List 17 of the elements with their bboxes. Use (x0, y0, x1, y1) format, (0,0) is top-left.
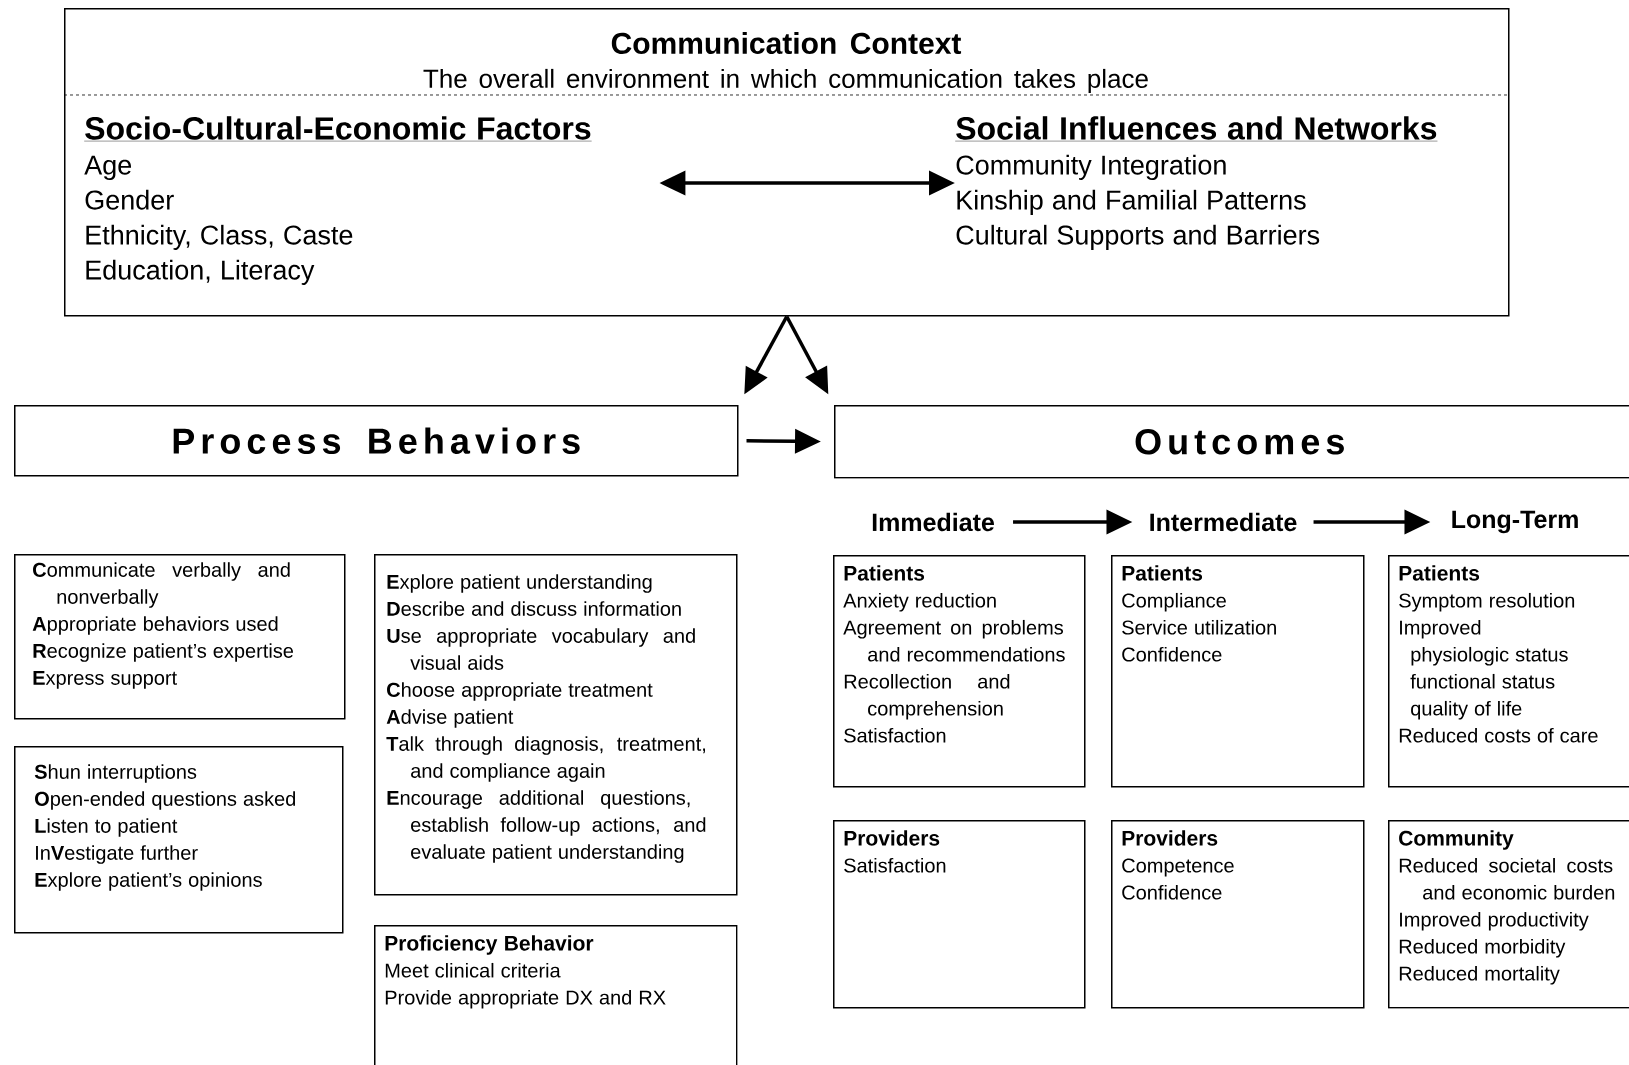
stage-heading: Immediate (872, 512, 994, 532)
outcome-box: Patients Compliance Service utilization Confidence (1111, 555, 1365, 788)
title-box: Outcomes (834, 405, 1629, 479)
outcome-box: Community Reduced societal costs and economic burden Improved productivity Reduced morbidity Reduced mortality (1388, 820, 1629, 1009)
text-block: Socio-Cultural-Economic Factors Age Gender Ethnicity, Class, Caste Education, Literacy (84, 116, 592, 285)
stage-heading: Long-Term (1452, 510, 1578, 534)
behavior-box: Shun interruptions Open-ended questions asked Listen to patient InVestigate further Explore patient’s opinions (14, 746, 344, 934)
title-box: Process Behaviors (14, 405, 739, 477)
behavior-box: Explore patient understanding Describe and discuss information Use appropriate vocabulary and visual aids Choose appropriate treatment Advise patient Talk through diagnosis, treatment, and compliance again Encourage additional questions, establish follow-up actions, and evaluate patient understanding (374, 554, 738, 896)
outcome-box: Patients Anxiety reduction Agreement on problems and recommendations Recollection and comprehension Satisfaction (833, 555, 1086, 788)
outcome-box: Providers Satisfaction (833, 820, 1086, 1009)
text-block: Social Influences and Networks Community Integration Kinship and Familial Patterns Cultural Supports and Barriers (955, 116, 1438, 250)
behavior-box: Communicate verbally and nonverbally Appropriate behaviors used Recognize patient’s expertise Express support (14, 554, 346, 720)
outcome-box: Proficiency Behavior Meet clinical criteria Provide appropriate DX and RX (374, 925, 738, 1065)
outcome-box: Providers Competence Confidence (1111, 820, 1365, 1009)
outcome-box: Patients Symptom resolution Improved physiologic status functional status quality of life Reduced costs of care (1388, 555, 1629, 788)
stage-heading: Intermediate (1150, 512, 1297, 532)
